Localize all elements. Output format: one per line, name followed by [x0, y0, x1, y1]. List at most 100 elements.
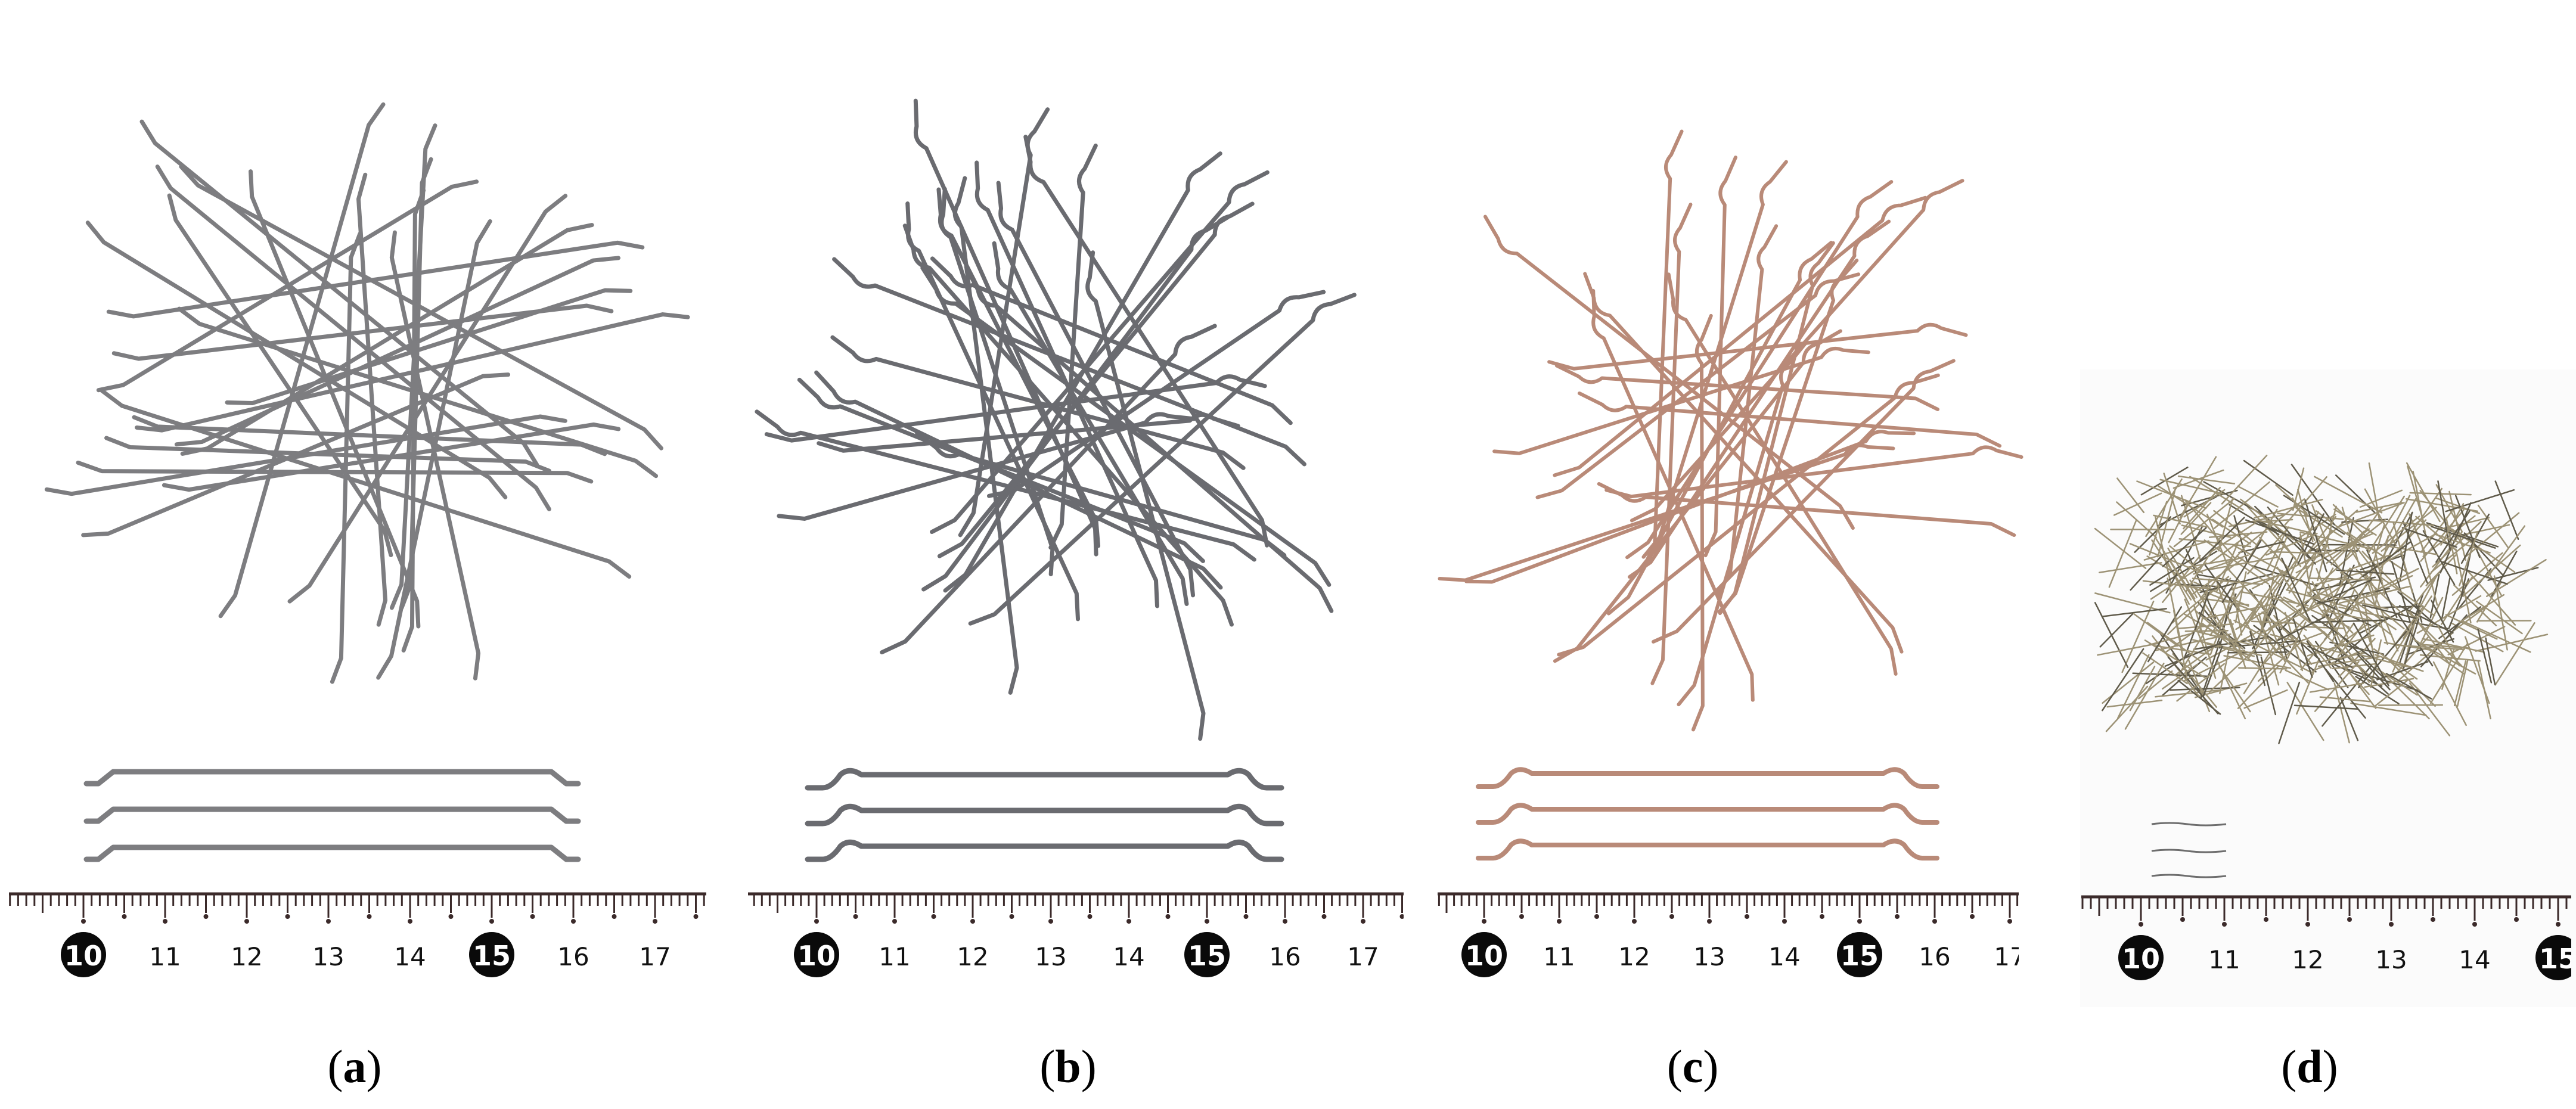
micro-fiber: [2108, 519, 2137, 588]
micro-fiber: [2297, 514, 2336, 539]
micro-fiber: [2326, 579, 2372, 601]
ruler-dot: [970, 919, 975, 924]
ruler-dot: [203, 914, 209, 919]
micro-fiber: [2494, 622, 2535, 686]
micro-fiber: [2407, 465, 2425, 523]
micro-fiber: [2332, 663, 2376, 670]
micro-fiber: [2461, 620, 2531, 653]
micro-fiber: [2116, 477, 2145, 514]
micro-fiber: [2147, 622, 2208, 667]
steel-fiber: [1606, 241, 1833, 616]
micro-fiber: [2485, 637, 2496, 685]
micro-fiber: [2390, 595, 2432, 661]
micro-fiber: [2307, 645, 2353, 669]
micro-fiber: [2275, 484, 2308, 514]
sample-fiber: [1476, 838, 1939, 861]
ruler-dot: [1165, 914, 1171, 919]
micro-fiber: [2299, 533, 2313, 596]
ruler-label-circle: [2535, 935, 2571, 980]
micro-fiber: [2252, 579, 2289, 650]
micro-fiber: [2301, 532, 2375, 564]
micro-fiber: [2221, 455, 2268, 505]
micro-fiber: [2398, 605, 2454, 634]
steel-fiber: [100, 388, 632, 579]
micro-fiber: [2149, 557, 2195, 586]
micro-fiber: [2388, 660, 2436, 707]
steel-fiber: [139, 119, 539, 467]
steel-fiber: [167, 193, 393, 557]
ruler-label: 17: [1994, 942, 2019, 971]
micro-fiber: [2402, 521, 2428, 584]
micro-fiber: [2210, 523, 2256, 553]
micro-fiber: [2406, 462, 2441, 523]
micro-fiber: [2202, 645, 2223, 697]
ruler-dot: [2305, 922, 2310, 927]
micro-fiber: [2317, 505, 2337, 582]
fiber-pile-b: [755, 98, 1357, 862]
micro-fiber: [2094, 527, 2147, 569]
micro-fiber: [2217, 660, 2246, 720]
micro-fiber: [2133, 613, 2178, 647]
micro-fiber: [2459, 532, 2478, 586]
steel-fiber: [1666, 272, 1898, 676]
micro-fiber: [2376, 661, 2429, 681]
sample-fiber: [83, 806, 581, 824]
micro-fiber: [2338, 660, 2370, 695]
sample-fiber: [83, 769, 581, 787]
micro-fiber: [2326, 564, 2355, 626]
ruler-label: 15: [1841, 940, 1879, 972]
steel-fiber: [356, 172, 388, 627]
micro-fiber: [2402, 618, 2420, 670]
micro-fiber: [2221, 540, 2262, 603]
micro-fiber: [2201, 604, 2270, 620]
caption-letter-c: c: [1682, 1040, 1703, 1092]
micro-fiber: [2246, 508, 2278, 563]
steel-fiber: [913, 98, 1098, 557]
micro-fiber: [2341, 507, 2360, 567]
micro-fiber: [2233, 619, 2273, 642]
micro-fiber: [2169, 686, 2240, 691]
micro-fiber: [2124, 663, 2165, 730]
micro-fiber: [2440, 503, 2465, 546]
micro-fiber: [2395, 644, 2465, 651]
micro-fiber: [2278, 681, 2301, 744]
fiber-group: [1438, 129, 2023, 732]
ruler-dot: [1126, 919, 1131, 924]
micro-fiber: [2431, 599, 2454, 643]
micro-fiber: [2438, 517, 2490, 530]
micro-fiber: [2261, 618, 2306, 666]
micro-fiber: [2420, 508, 2455, 553]
ruler-label-circle: [794, 932, 839, 977]
micro-fiber: [2192, 577, 2263, 585]
micro-fiber: [2355, 569, 2404, 615]
ruler-label: 12: [1618, 942, 1650, 971]
micro-fiber: [2209, 582, 2237, 656]
steel-fiber: [832, 257, 1306, 467]
micro-fiber: [2458, 594, 2505, 623]
steel-fiber: [880, 324, 1217, 655]
ruler-dot: [1669, 914, 1674, 919]
micro-fiber: [2334, 644, 2389, 695]
micro-fiber: [2185, 549, 2217, 619]
steel-fiber: [85, 220, 508, 499]
micro-fiber: [2437, 625, 2460, 667]
micro-fiber: [2359, 654, 2410, 668]
micro-fiber: [2192, 639, 2262, 657]
steel-fiber: [180, 223, 594, 456]
micro-fiber: [2440, 502, 2472, 574]
ruler-dot: [244, 919, 249, 924]
ruler-dot: [1087, 914, 1093, 919]
micro-fiber: [2260, 656, 2277, 716]
micro-fiber: [2348, 518, 2386, 549]
micro-fiber: [2311, 504, 2330, 549]
micro-fiber: [2173, 610, 2188, 679]
ruler-dot: [1557, 919, 1562, 924]
micro-fiber: [2094, 602, 2129, 668]
micro-fiber: [2285, 669, 2329, 691]
ruler-label: 13: [2375, 945, 2407, 974]
micro-fiber: [2311, 581, 2344, 648]
steel-fiber: [1677, 342, 1807, 707]
ruler-dot: [1009, 914, 1014, 919]
steel-fiber: [1492, 346, 1870, 455]
